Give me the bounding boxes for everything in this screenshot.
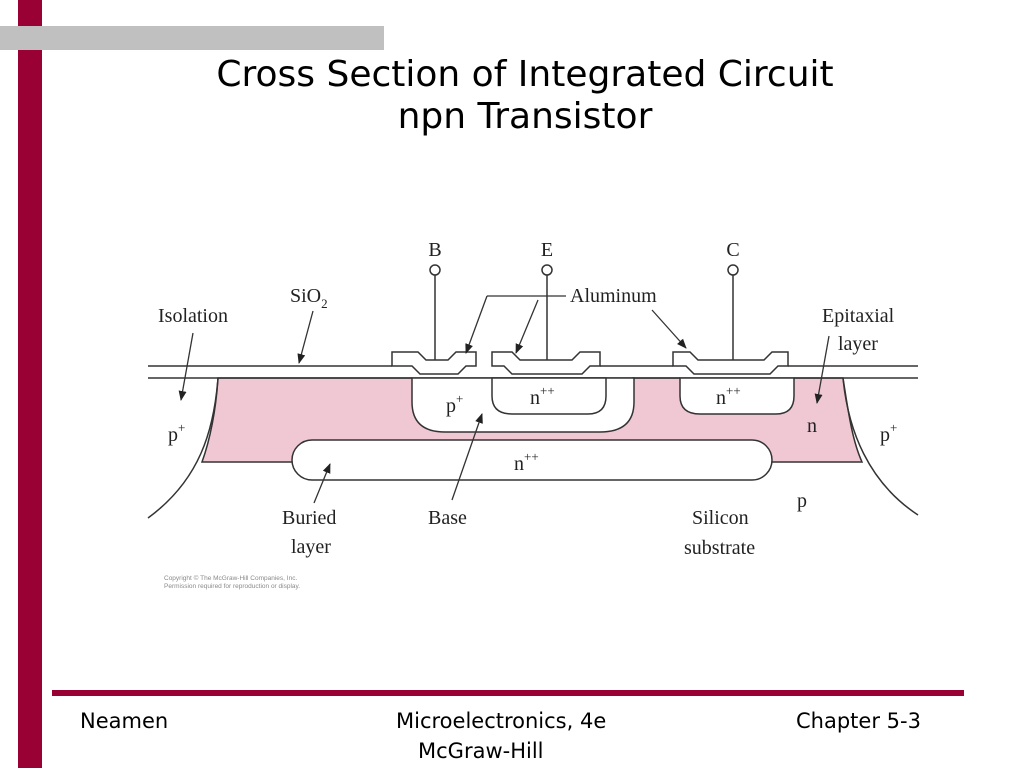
aluminum-arrow-emitter	[515, 299, 539, 354]
copyright-line-2: Permission required for reproduction or …	[164, 583, 300, 590]
collector-n-plus-plus-region	[679, 377, 795, 415]
base-terminal-node	[429, 264, 441, 276]
cross-section-svg: B E C Aluminum Isolation SiO2 Epitaxial …	[147, 239, 919, 590]
isolation-right-boundary	[842, 377, 919, 516]
substrate-p-label: p	[797, 490, 807, 512]
left-accent-bar	[18, 0, 42, 768]
footer-chapter: Chapter 5-3	[796, 709, 921, 733]
base-aluminum-contact	[391, 351, 477, 375]
buried-n-plus-plus-layer	[291, 439, 773, 481]
emitter-region-label: n++	[530, 383, 555, 409]
copyright-line-1: Copyright © The McGraw-Hill Companies, I…	[164, 574, 297, 582]
sio2-label: SiO2	[290, 285, 328, 311]
isolation-arrow	[178, 332, 194, 401]
aluminum-label: Aluminum	[570, 285, 657, 307]
emitter-aluminum-contact	[491, 351, 601, 375]
title-line-1: Cross Section of Integrated Circuit	[216, 54, 834, 95]
collector-terminal-label: C	[726, 239, 739, 261]
collector-aluminum-contact	[672, 351, 789, 375]
transistor-cross-section-diagram: B E C Aluminum Isolation SiO2 Epitaxial …	[140, 226, 930, 600]
aluminum-arrow-collector	[651, 309, 687, 349]
footer-author: Neamen	[80, 709, 169, 733]
footer-book-title: Microelectronics, 4e	[396, 709, 607, 733]
buried-region-label: n++	[514, 449, 539, 475]
aluminum-arrow-base	[465, 295, 488, 354]
p-plus-left-label: p+	[168, 420, 185, 446]
silicon-substrate-label-line-1: Silicon	[692, 507, 749, 529]
emitter-n-plus-plus-region	[491, 377, 607, 415]
base-region-label: p+	[446, 391, 463, 417]
epitaxial-label-line-1: Epitaxial	[822, 305, 895, 327]
slide-title: Cross Section of Integrated Circuit npn …	[100, 54, 950, 138]
footer-book: Microelectronics, 4e McGraw-Hill	[396, 706, 606, 766]
base-terminal-label: B	[428, 239, 441, 261]
buried-layer-arrow	[313, 463, 331, 504]
emitter-terminal-label: E	[541, 239, 553, 261]
footer-rule	[52, 690, 964, 696]
base-arrow	[451, 413, 483, 501]
emitter-terminal-node	[541, 264, 553, 276]
isolation-left-boundary	[147, 377, 219, 519]
collector-contact-region-label: n++	[716, 383, 741, 409]
collector-terminal-node	[727, 264, 739, 276]
buried-layer-label-line-1: Buried	[282, 507, 336, 529]
base-label: Base	[428, 507, 467, 529]
buried-layer-label-line-2: layer	[291, 536, 331, 558]
sio2-arrow	[297, 310, 314, 364]
footer-publisher: McGraw-Hill	[418, 739, 544, 763]
top-gray-bar	[0, 26, 384, 50]
p-plus-right-label: p+	[880, 420, 897, 446]
title-line-2: npn Transistor	[397, 96, 653, 137]
silicon-substrate-label-line-2: substrate	[684, 537, 755, 559]
epitaxial-label-line-2: layer	[838, 333, 878, 355]
n-epi-region-label: n	[807, 415, 817, 437]
isolation-label: Isolation	[158, 305, 228, 327]
epitaxial-arrow	[814, 335, 830, 404]
